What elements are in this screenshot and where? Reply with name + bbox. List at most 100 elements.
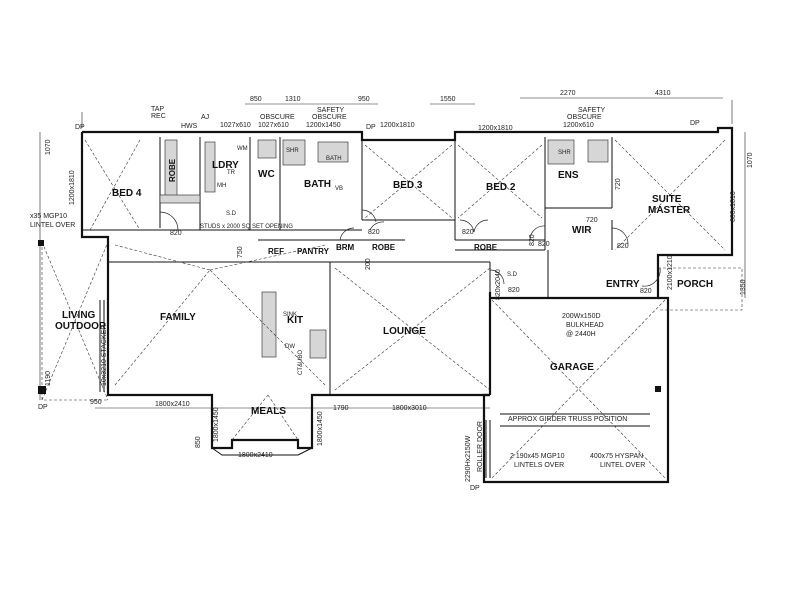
room-porch: PORCH [677, 279, 713, 290]
fixture-smoke-detector-1: S.D [226, 211, 237, 217]
dim-2270: 2270 [560, 90, 576, 97]
dim-850: 850 [250, 96, 262, 103]
room-master: MASTER [648, 205, 691, 216]
interior-dim-labels: 820 820 820 820 820 820 820 820 720 720 … [155, 178, 674, 459]
note-hyspan-1: 400x75 HYSPAN [590, 453, 643, 460]
downpipe-5: DP [470, 485, 480, 492]
window-obscure-label: OBSCURE [260, 114, 295, 121]
window-laundry-size: 1027x610 [220, 122, 251, 129]
top-dimension-lines [39, 97, 746, 409]
window-bath-obscure: OBSCURE [312, 114, 347, 121]
door-820-master: 820 [617, 243, 629, 250]
room-suite: SUITE [652, 194, 682, 205]
room-robe-bed3: ROBE [372, 243, 396, 252]
door-820-bed3: 820 [368, 229, 380, 236]
dim-720-ens: 720 [615, 178, 622, 190]
dim-1350: 1350 [740, 279, 747, 295]
doors [159, 209, 661, 287]
window-ens-safety: SAFETY [578, 107, 606, 114]
note-lintel-garage-1: 2 190x45 MGP10 [510, 453, 565, 460]
rec-label: REC [151, 113, 166, 120]
note-stud-opening: STUDS x 2000 SQ SET OPENING [200, 224, 293, 230]
joinery [159, 139, 609, 359]
window-meals: 1800x2410 [238, 452, 273, 459]
dim-850-bottom: 850 [195, 436, 202, 448]
openings [99, 300, 650, 478]
window-ens-obscure: OBSCURE [567, 114, 602, 121]
room-kitchen: KIT [287, 315, 303, 326]
note-lintel-garage-2: LINTELS OVER [514, 462, 564, 469]
window-lounge: 1800x3010 [392, 405, 427, 412]
window-bath-size: 1200x1450 [306, 122, 341, 129]
downpipe-4: DP [38, 404, 48, 411]
aj-label: AJ [201, 114, 209, 121]
fixture-smoke-detector-2: S.D [507, 272, 518, 278]
roof-outline [41, 241, 743, 401]
room-broom: BRM [336, 243, 355, 252]
dim-bed4-window: 1200x1810 [69, 170, 76, 205]
door-820-porch: 820 [640, 288, 652, 295]
dim-950-bottom: 950 [90, 399, 102, 406]
fixture-shower-bath: SHR [286, 148, 299, 154]
dim-1070-right: 1070 [747, 152, 754, 168]
side-labels: 1070 1200x1810 1070 600x1810 1350 1190 9… [45, 139, 754, 448]
window-meals-left: 1800x1450 [213, 407, 220, 442]
room-wc: WC [258, 169, 275, 180]
note-bulkhead-size: 200Wx150D [562, 313, 601, 320]
dim-1190: 1190 [45, 371, 52, 386]
tap-label: TAP [151, 106, 164, 113]
window-meals-right: 1800x1450 [317, 411, 324, 446]
downpipe-2: DP [366, 124, 376, 131]
fixture-dishwasher: DW [285, 344, 295, 350]
note-roller-door: ROLLER DOOR [477, 421, 484, 472]
top-labels: 850 1310 950 1550 2270 4310 OBSCURE 1027… [38, 90, 700, 492]
door-820-hall: 820 [529, 234, 536, 246]
note-lintel-living-2: LINTEL OVER [30, 222, 75, 229]
room-ensuite: ENS [558, 170, 579, 181]
room-robe-bed4: ROBE [168, 158, 177, 182]
room-laundry: LDRY [212, 160, 239, 171]
room-living: LIVING [62, 310, 96, 321]
room-wir: WIR [572, 225, 592, 236]
fixture-cooktop: CT&UBO [298, 350, 304, 375]
door-820x2040: 820x2040 [495, 269, 502, 300]
room-family: FAMILY [160, 312, 196, 323]
fixture-sink: SINK [283, 312, 297, 318]
room-robe-bed2: ROBE [474, 243, 498, 252]
door-820-entry: 820 [508, 287, 520, 294]
downpipe-3: DP [690, 120, 700, 127]
dim-750: 750 [237, 246, 244, 258]
door-820-wir: 820 [538, 241, 550, 248]
window-ens-size: 1200x610 [563, 122, 594, 129]
fixture-vanity-basin: VB [335, 186, 343, 192]
door-820-bed2: 820 [462, 229, 474, 236]
room-bed2: BED 2 [486, 182, 516, 193]
window-bed2-size: 1200x1810 [478, 125, 513, 132]
dim-master-window: 600x1810 [730, 191, 737, 222]
notes: x35 MGP10 LINTEL OVER 10x3210 STACKER 20… [30, 213, 645, 482]
dim-1550: 1550 [440, 96, 456, 103]
dim-950: 950 [358, 96, 370, 103]
window-wc-size: 1027x610 [258, 122, 289, 129]
fixture-labels: WM TR MH BATH VB SHR SHR S.D S.D DW SINK… [217, 146, 571, 375]
downpipe-1: DP [75, 124, 85, 131]
hws-label: HWS [181, 123, 198, 130]
note-bulkhead: BULKHEAD [566, 322, 604, 329]
note-hyspan-2: LINTEL OVER [600, 462, 645, 469]
note-lintel-living-1: x35 MGP10 [30, 213, 67, 220]
room-meals: MEALS [251, 406, 286, 417]
window-bath-safety: SAFETY [317, 107, 345, 114]
interior-walls [82, 137, 659, 395]
fixture-washing-machine: WM [237, 146, 248, 152]
fixture-manhole: MH [217, 183, 226, 189]
fixture-bath: BATH [326, 156, 342, 162]
dim-200: 200 [365, 258, 372, 270]
room-garage: GARAGE [550, 362, 594, 373]
room-outdoor: OUTDOOR [55, 321, 107, 332]
note-girder-truss: APPROX GIRDER TRUSS POSITION [508, 416, 627, 423]
dim-1070-left: 1070 [45, 139, 52, 155]
note-roller-size: 2290Hx2150W [465, 435, 472, 482]
dim-1790: 1790 [333, 405, 349, 412]
room-pantry: PANTRY [297, 247, 330, 256]
roof-hips [84, 139, 726, 479]
